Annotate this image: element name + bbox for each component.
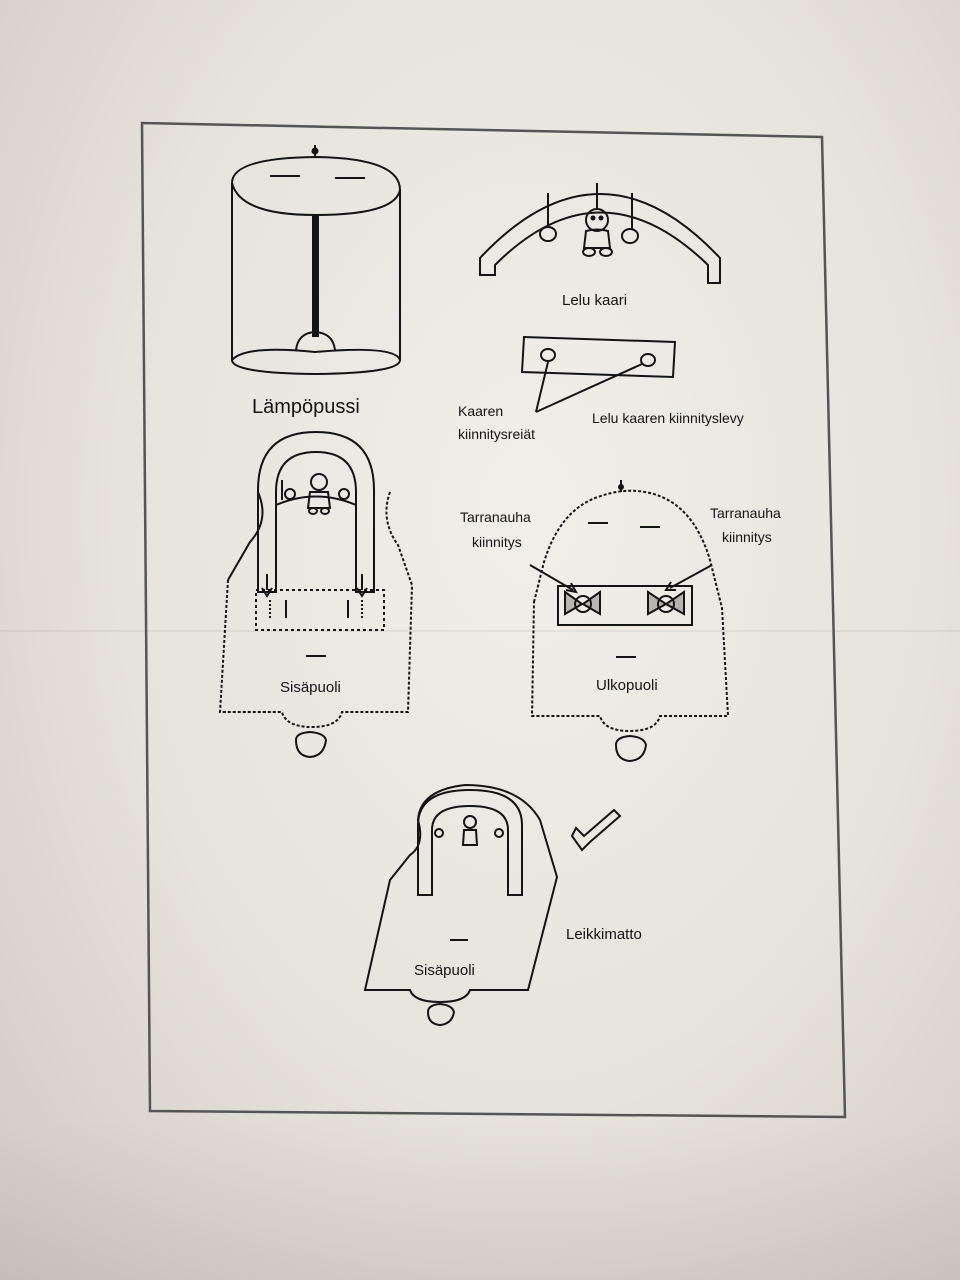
paper-fold-line <box>0 630 960 632</box>
label-arch-plate: Lelu kaaren kiinnityslevy <box>592 410 744 426</box>
label-velcro-right-line1: Tarranauha <box>710 505 781 521</box>
label-toy-arch: Lelu kaari <box>562 292 628 309</box>
label-velcro-left-line2: kiinnitys <box>472 534 522 550</box>
arch-plate-drawing <box>520 335 677 413</box>
label-inside-bottom: Sisäpuoli <box>414 962 475 979</box>
sleeping-bag-drawing <box>231 145 401 376</box>
label-velcro-right-line2: kiinnitys <box>722 529 772 545</box>
label-sleeping-bag: Lämpöpussi <box>252 396 360 418</box>
label-outside: Ulkopuoli <box>596 677 658 694</box>
label-arch-holes-line2: kiinnitysreiät <box>458 426 536 442</box>
play-mat-drawing <box>363 783 622 1027</box>
toy-arch-drawing <box>479 183 721 284</box>
paper-shadow <box>0 1120 960 1280</box>
label-inside: Sisäpuoli <box>280 679 341 696</box>
label-arch-holes-line1: Kaaren <box>458 403 504 419</box>
inside-view-drawing <box>218 430 414 759</box>
sheet-border <box>140 121 847 1119</box>
label-play-mat: Leikkimatto <box>566 926 642 943</box>
label-velcro-left-line1: Tarranauha <box>460 509 531 525</box>
outside-view-drawing <box>529 480 730 763</box>
